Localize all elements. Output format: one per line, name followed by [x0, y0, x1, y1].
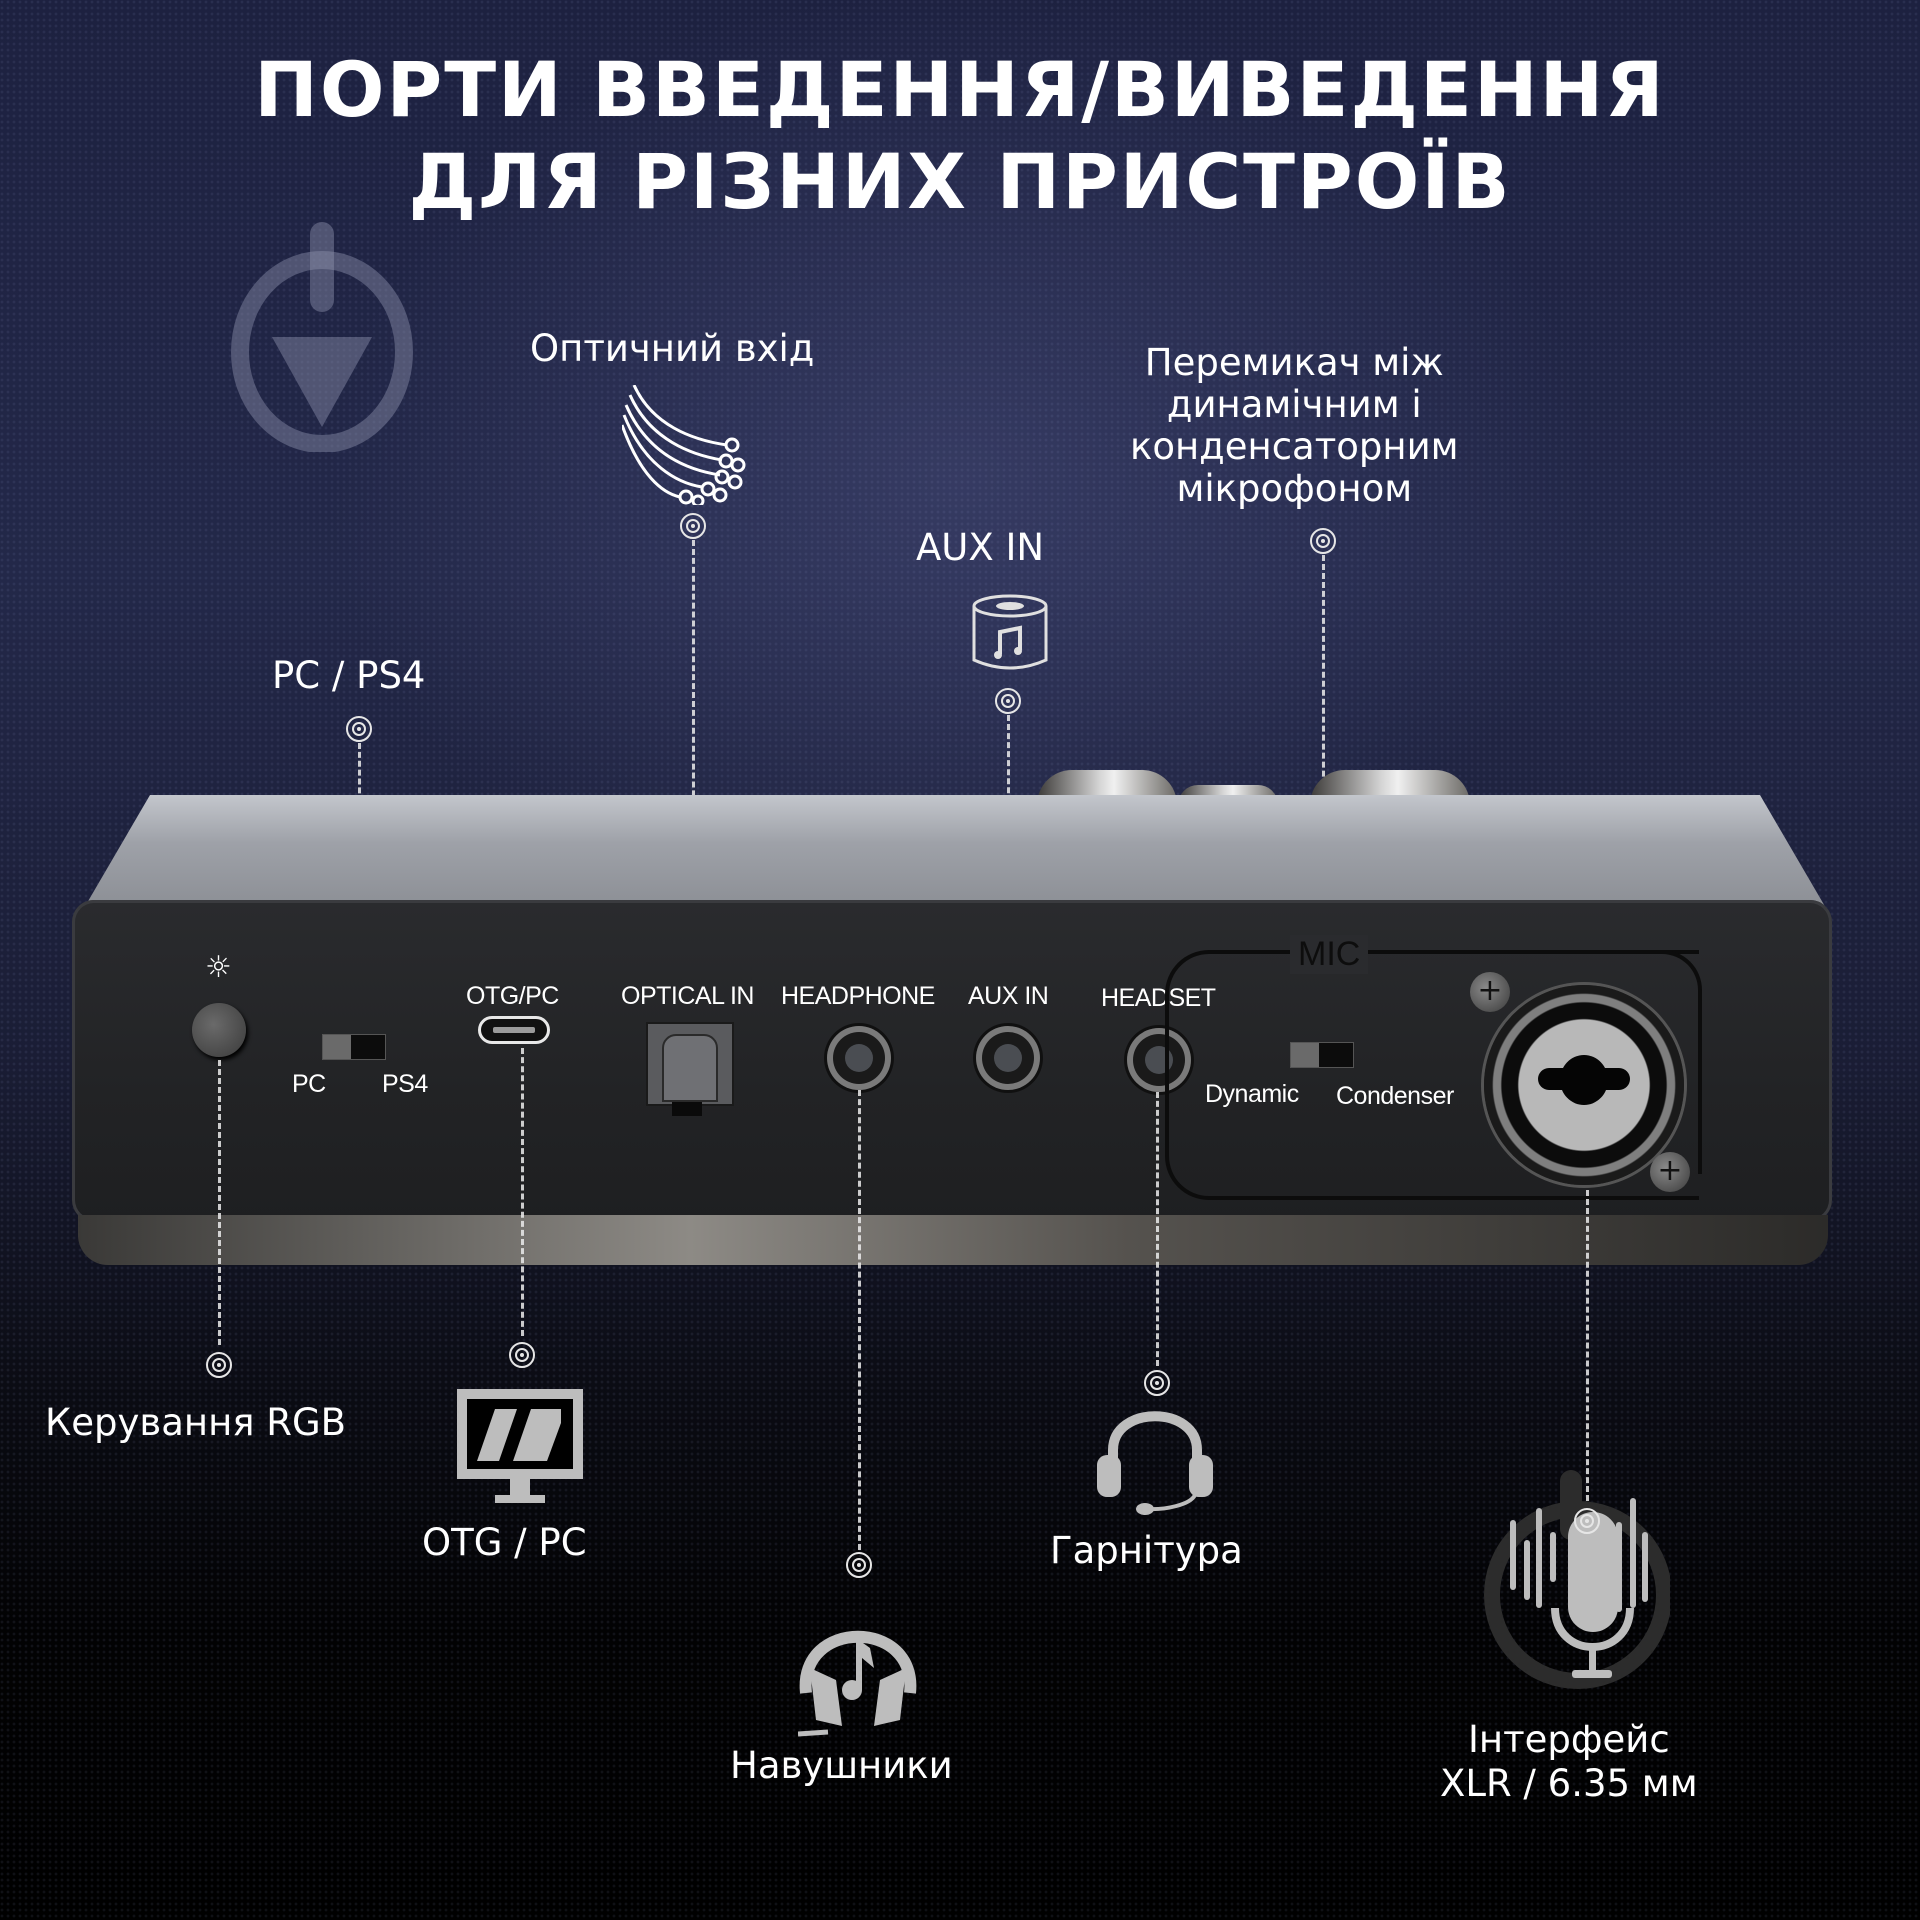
callout-aux-label: AUX IN [916, 526, 1045, 569]
callout-pc-ps4-label: PC / PS4 [272, 654, 426, 697]
optical-port-latch [672, 1102, 702, 1116]
mic-switch-line3: конденсаторним [1130, 425, 1459, 468]
headset-jack[interactable] [1133, 1034, 1185, 1086]
pc-ps4-switch[interactable] [322, 1034, 386, 1060]
switch-label-dynamic: Dynamic [1205, 1080, 1299, 1108]
xlr-screw-bottom: + [1650, 1152, 1690, 1192]
xlr-center-hole-wings [1538, 1068, 1630, 1090]
mic-group-label: MIC [1290, 935, 1369, 974]
callout-headset-label: Гарнітура [1050, 1529, 1243, 1572]
callout-rgb-label: Керування RGB [45, 1401, 347, 1444]
leader-line-rgb [218, 1060, 221, 1345]
switch-label-condenser: Condenser [1336, 1082, 1454, 1110]
headphone-jack[interactable] [833, 1032, 885, 1084]
xlr-screw-top: + [1470, 972, 1510, 1012]
callout-marker-mic-switch [1310, 528, 1336, 554]
callout-headphones-label: Навушники [730, 1744, 953, 1787]
device-top-surface [80, 795, 1830, 915]
port-label-otg-pc: OTG/PC [466, 982, 559, 1010]
monitor-icon [457, 1389, 583, 1503]
switch-label-ps4: PS4 [382, 1070, 428, 1098]
mic-switch-line2: динамічним і [1166, 383, 1422, 426]
trowel-logo-icon [231, 222, 413, 452]
speaker-music-icon [972, 594, 1048, 670]
leader-line-headphone [858, 1090, 861, 1550]
mic-group-outline [1165, 950, 1699, 1200]
callout-xlr-label: Інтерфейс XLR / 6.35 мм [1440, 1718, 1698, 1806]
leader-line-otg [521, 1048, 524, 1336]
device-base [78, 1215, 1828, 1265]
mic-group-outline-right [1600, 950, 1702, 1174]
microphone-soundwave-icon [1484, 1470, 1670, 1689]
mic-switch-line1: Перемикач між [1144, 341, 1444, 384]
switch-label-pc: PC [292, 1070, 326, 1098]
dynamic-condenser-switch[interactable] [1290, 1042, 1354, 1068]
callout-marker-pc-ps4 [346, 716, 372, 742]
callout-mic-switch-label: Перемикач між динамічним і конденсаторни… [1130, 342, 1459, 510]
callout-marker-headset [1144, 1370, 1170, 1396]
leader-line-optical [692, 540, 695, 1020]
aux-in-jack[interactable] [982, 1032, 1034, 1084]
usb-c-port[interactable] [478, 1016, 550, 1044]
leader-line-xlr [1586, 1190, 1589, 1510]
fiber-optic-icon [622, 385, 746, 505]
sun-brightness-icon: ☼ [205, 950, 232, 985]
page-title-line1: ПОРТИ ВВЕДЕННЯ/ВИВЕДЕННЯ [254, 45, 1666, 134]
xlr-label-line1: Інтерфейс [1467, 1718, 1670, 1761]
callout-marker-headphone [846, 1552, 872, 1578]
mic-switch-line4: мікрофоном [1176, 467, 1413, 510]
callout-marker-otg [509, 1342, 535, 1368]
leader-line-headset [1156, 1092, 1159, 1366]
headphones-music-icon [798, 1630, 917, 1737]
callout-marker-rgb [206, 1352, 232, 1378]
callout-optical-label: Оптичний вхід [530, 327, 815, 370]
callout-marker-aux [995, 688, 1021, 714]
optical-port[interactable] [646, 1022, 734, 1106]
port-label-aux-in: AUX IN [968, 982, 1049, 1010]
page-title-line2: ДЛЯ РІЗНИХ ПРИСТРОЇВ [408, 137, 1512, 226]
xlr-label-line2: XLR / 6.35 мм [1440, 1762, 1698, 1805]
port-label-headphone: HEADPHONE [781, 982, 935, 1010]
headset-mic-icon [1097, 1411, 1213, 1515]
callout-marker-optical [680, 513, 706, 539]
callout-marker-xlr [1574, 1508, 1600, 1534]
callout-otg-label: OTG / PC [422, 1521, 587, 1564]
port-label-optical-in: OPTICAL IN [621, 982, 755, 1010]
rgb-button[interactable] [192, 1003, 246, 1057]
